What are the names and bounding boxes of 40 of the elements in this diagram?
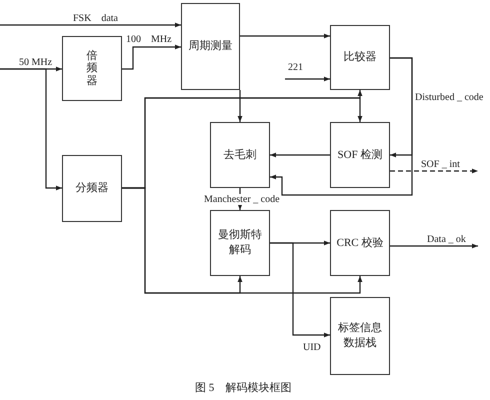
process-box (210, 210, 270, 276)
block-label: 倍频器 (86, 49, 98, 89)
signal-label: Data _ ok (426, 234, 467, 245)
arrow (122, 44, 181, 70)
arrow (270, 152, 330, 158)
block-label: 周期测量 (188, 39, 234, 54)
process-box (330, 210, 390, 276)
arrow (390, 168, 478, 174)
signal-label: SOF _ int (420, 159, 461, 170)
arrow (390, 244, 478, 248)
process-box (330, 297, 390, 375)
arrow (270, 242, 330, 338)
arrow (270, 57, 413, 196)
process-box (330, 25, 390, 90)
arrow (238, 90, 242, 122)
arrow (285, 76, 330, 82)
signal-label: UID (302, 342, 322, 353)
signal-label: Manchester _ code (203, 194, 281, 205)
block-label: SOF 检测 (336, 148, 384, 163)
signal-label: FSK data (72, 13, 119, 24)
block-label: CRC 校验 (336, 236, 384, 251)
block-label: 分频器 (74, 181, 110, 196)
process-box (210, 122, 270, 188)
process-box (62, 155, 122, 222)
arrow (122, 187, 362, 294)
block-label: 比较器 (342, 50, 378, 66)
process-box (62, 36, 122, 101)
arrow (0, 22, 181, 28)
caption: 图 5 解码模块框图 (195, 381, 292, 395)
arrow (240, 34, 330, 38)
block-label: 标签信息数据栈 (337, 321, 383, 351)
signal-label: 221 (287, 62, 304, 73)
arrow (0, 68, 62, 190)
process-box (330, 122, 390, 188)
block-label: 去毛刺 (222, 148, 258, 163)
signal-label: 50 MHz (18, 57, 54, 68)
signal-label: 100 MHz (125, 34, 173, 45)
block-label: 曼彻斯特解码 (217, 228, 263, 258)
process-box (181, 3, 240, 90)
signal-label: Disturbed _ code (414, 92, 484, 103)
